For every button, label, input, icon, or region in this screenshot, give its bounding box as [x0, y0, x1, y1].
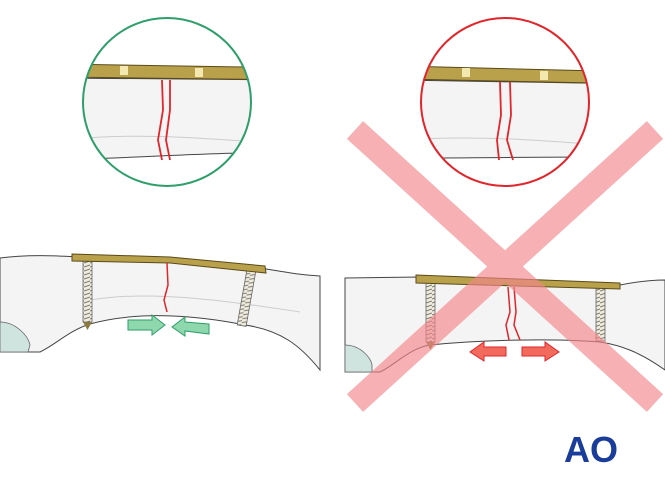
screw-tip	[83, 322, 92, 330]
left-panel-correct	[0, 17, 321, 372]
distraction-arrow-left	[469, 341, 507, 362]
right-panel-incorrect	[344, 17, 665, 412]
bone	[0, 255, 321, 372]
screw-left	[82, 259, 93, 323]
compression-arrow-right	[127, 313, 166, 337]
detail-circle-correct	[82, 17, 252, 187]
distraction-arrow-right	[521, 341, 560, 362]
cartilage	[344, 344, 373, 373]
compression-arrow-left	[171, 315, 210, 337]
fracture-detail	[157, 79, 171, 161]
screw-right	[595, 284, 606, 342]
cross-out-mark-icon	[346, 121, 664, 412]
cartilage	[0, 321, 31, 353]
fracture-gap-detail	[496, 81, 514, 161]
detail-circle-incorrect	[420, 17, 590, 187]
ao-logo: AO	[564, 429, 618, 470]
plate	[71, 253, 267, 274]
bone-shading	[89, 295, 301, 313]
fracture-gap	[505, 286, 521, 341]
fracture-line	[163, 262, 169, 313]
svg-text:AO: AO	[564, 429, 618, 470]
